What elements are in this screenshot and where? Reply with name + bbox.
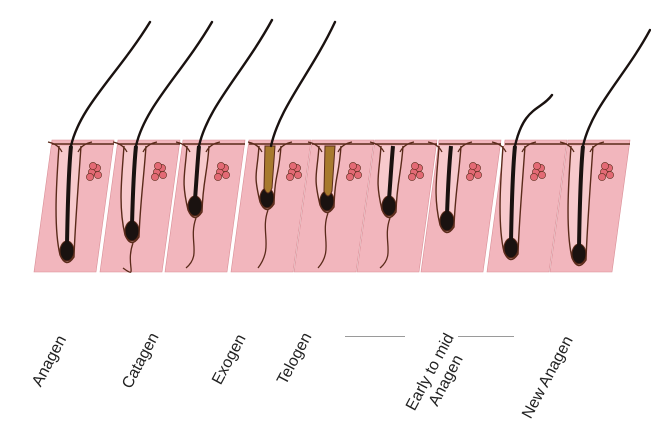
hair-shaft-2 (136, 22, 212, 146)
sebaceous-gland-8-5 (533, 162, 540, 169)
hair-shaft-3 (199, 20, 272, 146)
sebaceous-gland-1-5 (89, 162, 96, 169)
sebaceous-gland-6-4 (408, 173, 415, 180)
sebaceous-gland-6-5 (411, 162, 418, 169)
sebaceous-gland-6-3 (416, 171, 423, 178)
hair-growth-cycle-diagram: Anagen Catagen Exogen Telogen Early to m… (0, 0, 651, 432)
hair-shaft-8 (515, 95, 552, 146)
bracket-line-left (345, 336, 405, 337)
sebaceous-gland-3-5 (217, 162, 224, 169)
sebaceous-gland-1-4 (86, 173, 93, 180)
sebaceous-gland-5-5 (349, 162, 356, 169)
sebaceous-gland-1-3 (94, 171, 101, 178)
sebaceous-gland-8-4 (530, 173, 537, 180)
sebaceous-gland-4-3 (294, 171, 301, 178)
hair-shaft-9 (583, 30, 650, 146)
sebaceous-gland-5-4 (346, 173, 353, 180)
sebaceous-gland-7-4 (466, 173, 473, 180)
sebaceous-gland-9-5 (601, 162, 608, 169)
sebaceous-gland-8-3 (538, 171, 545, 178)
sebaceous-gland-3-4 (214, 173, 221, 180)
hair-shaft-1 (71, 22, 150, 146)
sebaceous-gland-2-4 (151, 173, 158, 180)
sebaceous-gland-7-5 (469, 162, 476, 169)
sebaceous-gland-4-5 (289, 162, 296, 169)
sebaceous-gland-5-3 (354, 171, 361, 178)
sebaceous-gland-9-3 (606, 171, 613, 178)
sebaceous-gland-4-4 (286, 173, 293, 180)
sebaceous-gland-3-3 (222, 171, 229, 178)
sebaceous-gland-9-4 (598, 173, 605, 180)
sebaceous-gland-7-3 (474, 171, 481, 178)
sebaceous-gland-2-3 (159, 171, 166, 178)
sebaceous-gland-2-5 (154, 162, 161, 169)
hair-shaft-4 (271, 22, 335, 146)
